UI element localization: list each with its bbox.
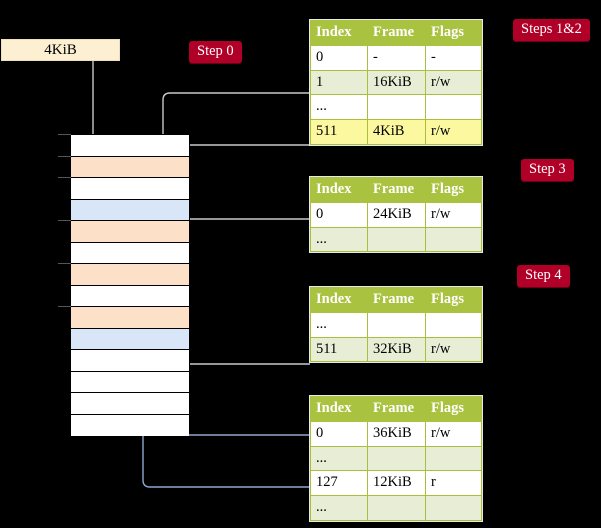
memory-frame-row <box>71 350 189 372</box>
column-header-flags: Flags <box>425 177 482 203</box>
table-cell <box>425 445 482 472</box>
memory-frame-row <box>71 242 189 264</box>
column-header-frame: Frame <box>367 20 426 46</box>
badge-step0: Step 0 <box>189 41 242 63</box>
table-row[interactable]: ... <box>310 94 482 120</box>
table-cell: 24KiB <box>367 201 426 228</box>
column-header-index: Index <box>310 177 368 203</box>
memory-frame-tick <box>58 306 71 307</box>
wire-pt-row127 <box>142 220 310 488</box>
memory-frame-tick <box>58 263 71 264</box>
column-header-frame: Frame <box>367 177 426 203</box>
table-row[interactable]: ... <box>310 495 482 521</box>
column-header-frame: Frame <box>367 396 426 422</box>
table-cell <box>425 311 482 338</box>
memory-frame-row <box>71 393 189 415</box>
table-cell: - <box>425 44 482 71</box>
memory-frame-row <box>71 414 189 436</box>
badge-step4: Step 4 <box>517 265 570 287</box>
memory-frame-row <box>71 264 189 286</box>
table-row[interactable]: ... <box>310 445 482 472</box>
memory-frame-row <box>71 135 189 157</box>
table-cell: ... <box>310 226 368 253</box>
table-cell <box>367 226 426 253</box>
memory-frame-tick <box>58 134 71 135</box>
table-cell <box>425 226 482 253</box>
table-cell <box>367 495 426 521</box>
table-cell: ... <box>310 445 368 472</box>
table-row[interactable]: ... <box>310 311 482 338</box>
table-cell: r/w <box>425 119 482 145</box>
column-header-flags: Flags <box>425 396 482 422</box>
table-cell: r/w <box>425 336 482 363</box>
memory-frame-tick <box>58 220 71 221</box>
memory-frame-tick <box>58 155 71 157</box>
column-header-flags: Flags <box>425 287 482 313</box>
memory-frame-row <box>71 328 189 350</box>
table-cell <box>367 445 426 472</box>
column-header-frame: Frame <box>367 287 426 313</box>
table-row[interactable]: 0-- <box>310 44 482 71</box>
table-cell: 511 <box>310 336 368 363</box>
badge-step3: Step 3 <box>521 159 574 181</box>
memory-frame-row <box>71 221 189 243</box>
memory-frame-row <box>71 371 189 393</box>
table-cell: 16KiB <box>367 69 426 96</box>
table-cell: r/w <box>425 420 482 447</box>
table-cell: ... <box>310 495 368 521</box>
physical-memory-column <box>70 134 190 436</box>
table-cell: 36KiB <box>367 420 426 447</box>
table-cell: 1 <box>310 69 368 96</box>
virtual-page-label: 4KiB <box>44 42 77 58</box>
table-cell: ... <box>310 311 368 338</box>
table-cell: 0 <box>310 44 368 71</box>
badge-steps12: Steps 1&2 <box>513 19 590 41</box>
memory-frame-row <box>71 178 189 200</box>
column-header-index: Index <box>310 287 368 313</box>
memory-frame-row <box>71 156 189 178</box>
table-cell: 0 <box>310 201 368 228</box>
table-cell: r <box>425 470 482 496</box>
table-cell: r/w <box>425 69 482 96</box>
column-header-flags: Flags <box>425 20 482 46</box>
table-cell: 0 <box>310 420 368 447</box>
column-header-index: Index <box>310 20 368 46</box>
table-cell <box>425 94 482 120</box>
table-cell <box>367 311 426 338</box>
column-header-index: Index <box>310 396 368 422</box>
table-cell: r/w <box>425 201 482 228</box>
table-cell: 4KiB <box>367 119 426 145</box>
table-cell <box>425 495 482 521</box>
table-cell: 32KiB <box>367 336 426 363</box>
table-cell: 511 <box>310 119 368 145</box>
table-row[interactable]: ... <box>310 226 482 253</box>
table-cell: 127 <box>310 470 368 496</box>
table-cell <box>367 94 426 120</box>
virtual-page-box: 4KiB <box>1 39 120 61</box>
table-cell: 12KiB <box>367 470 426 496</box>
memory-frame-row <box>71 285 189 307</box>
memory-frame-row <box>71 199 189 221</box>
wire-pml4-row1 <box>162 92 310 143</box>
memory-frame-tick <box>58 177 71 178</box>
table-cell: ... <box>310 94 368 120</box>
memory-frame-row <box>71 307 189 329</box>
table-cell: - <box>367 44 426 71</box>
